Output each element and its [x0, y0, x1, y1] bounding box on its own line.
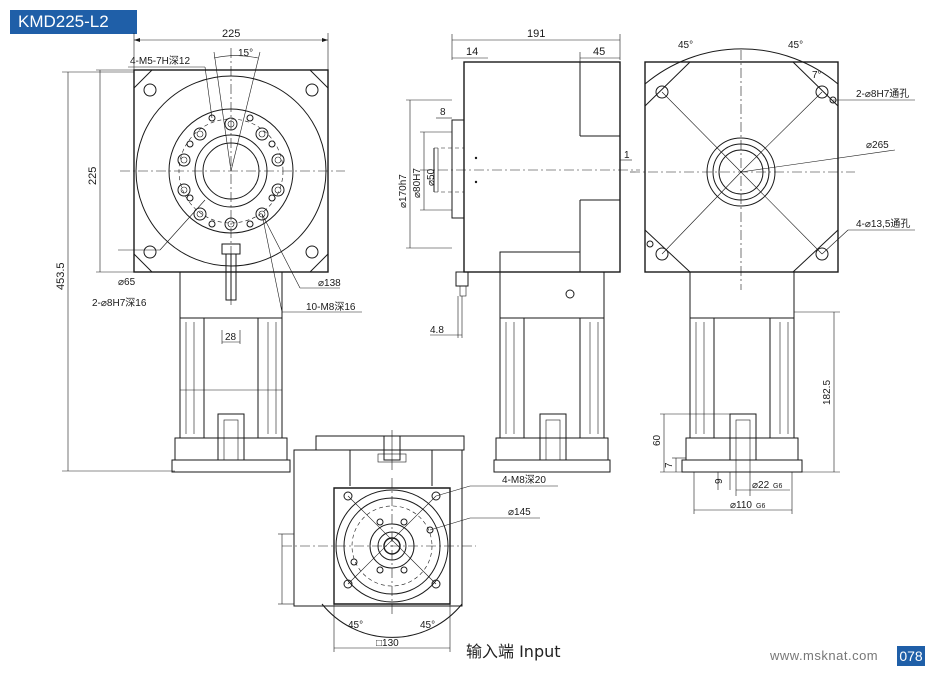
- back-label-pcd: ⌀265: [866, 140, 889, 151]
- front-label-tapped: 4-M5-7H深12: [130, 55, 190, 67]
- side-dim-flange-dia: ⌀170h7: [398, 174, 409, 208]
- back-dim-7: 7: [664, 462, 675, 468]
- back-dim-angle-left: 45°: [678, 40, 693, 51]
- back-dim-angle-right: 45°: [788, 40, 803, 51]
- back-tol-pilot: G6: [756, 503, 765, 510]
- front-dim-angle: 15°: [238, 48, 253, 59]
- input-dim-angle-left: 45°: [348, 620, 363, 631]
- model-title: KMD225-L2: [10, 10, 137, 34]
- input-view: 4-M8深20 ⌀145 45° 45° □130: [278, 430, 558, 652]
- back-dim-shaft: ⌀22: [752, 480, 770, 491]
- side-dim-hub-dia: ⌀80H7: [412, 168, 423, 198]
- input-caption: 输入端 Input: [466, 642, 561, 661]
- front-dim-total-length: 453.5: [55, 262, 67, 290]
- footer-website[interactable]: www.msknat.com: [770, 648, 879, 663]
- input-dim-square: □130: [376, 638, 399, 649]
- front-dim-height: 225: [87, 167, 99, 185]
- front-label-bolt-holes: 10-M8深16: [306, 301, 356, 313]
- page-number: 078: [897, 646, 925, 666]
- back-label-through-holes: 4-⌀13,5通孔: [856, 218, 910, 230]
- back-tol-shaft: G6: [773, 483, 782, 490]
- side-dim-right: 45: [593, 46, 605, 58]
- back-dim-pilot: ⌀110: [730, 500, 752, 511]
- front-dim-key: 28: [225, 332, 237, 343]
- front-dim-width: 225: [222, 28, 240, 40]
- input-dim-angle-right: 45°: [420, 620, 435, 631]
- back-label-pin-holes: 2-⌀8H7通孔: [856, 88, 909, 100]
- side-dim-step: 8: [440, 107, 446, 118]
- front-label-pcd: ⌀138: [318, 278, 341, 289]
- back-dim-motor-length: 182.5: [822, 380, 833, 405]
- back-dim-60: 60: [652, 434, 663, 446]
- input-label-pcd: ⌀145: [508, 507, 531, 518]
- side-dim-length: 191: [527, 28, 545, 40]
- front-view: 225: [55, 28, 362, 473]
- input-label-holes: 4-M8深20: [502, 474, 546, 486]
- back-dim-9: 9: [714, 478, 725, 484]
- front-label-pilot: ⌀65: [118, 277, 136, 288]
- back-view: 45° 45° 7° 2-⌀8H7通孔 ⌀265 4-⌀13,5通孔 182.5: [630, 40, 915, 514]
- side-view: 191 14 45 8 ⌀170h7 ⌀80H7 ⌀50: [398, 28, 640, 473]
- side-dim-bore-dia: ⌀50: [426, 168, 437, 186]
- side-dim-left: 14: [466, 46, 478, 58]
- back-dim-angle-small: 7°: [812, 70, 822, 81]
- front-label-pin-holes: 2-⌀8H7深16: [92, 297, 147, 309]
- side-dim-offset: 4.8: [430, 325, 444, 336]
- side-dim-marker: 1: [624, 150, 630, 161]
